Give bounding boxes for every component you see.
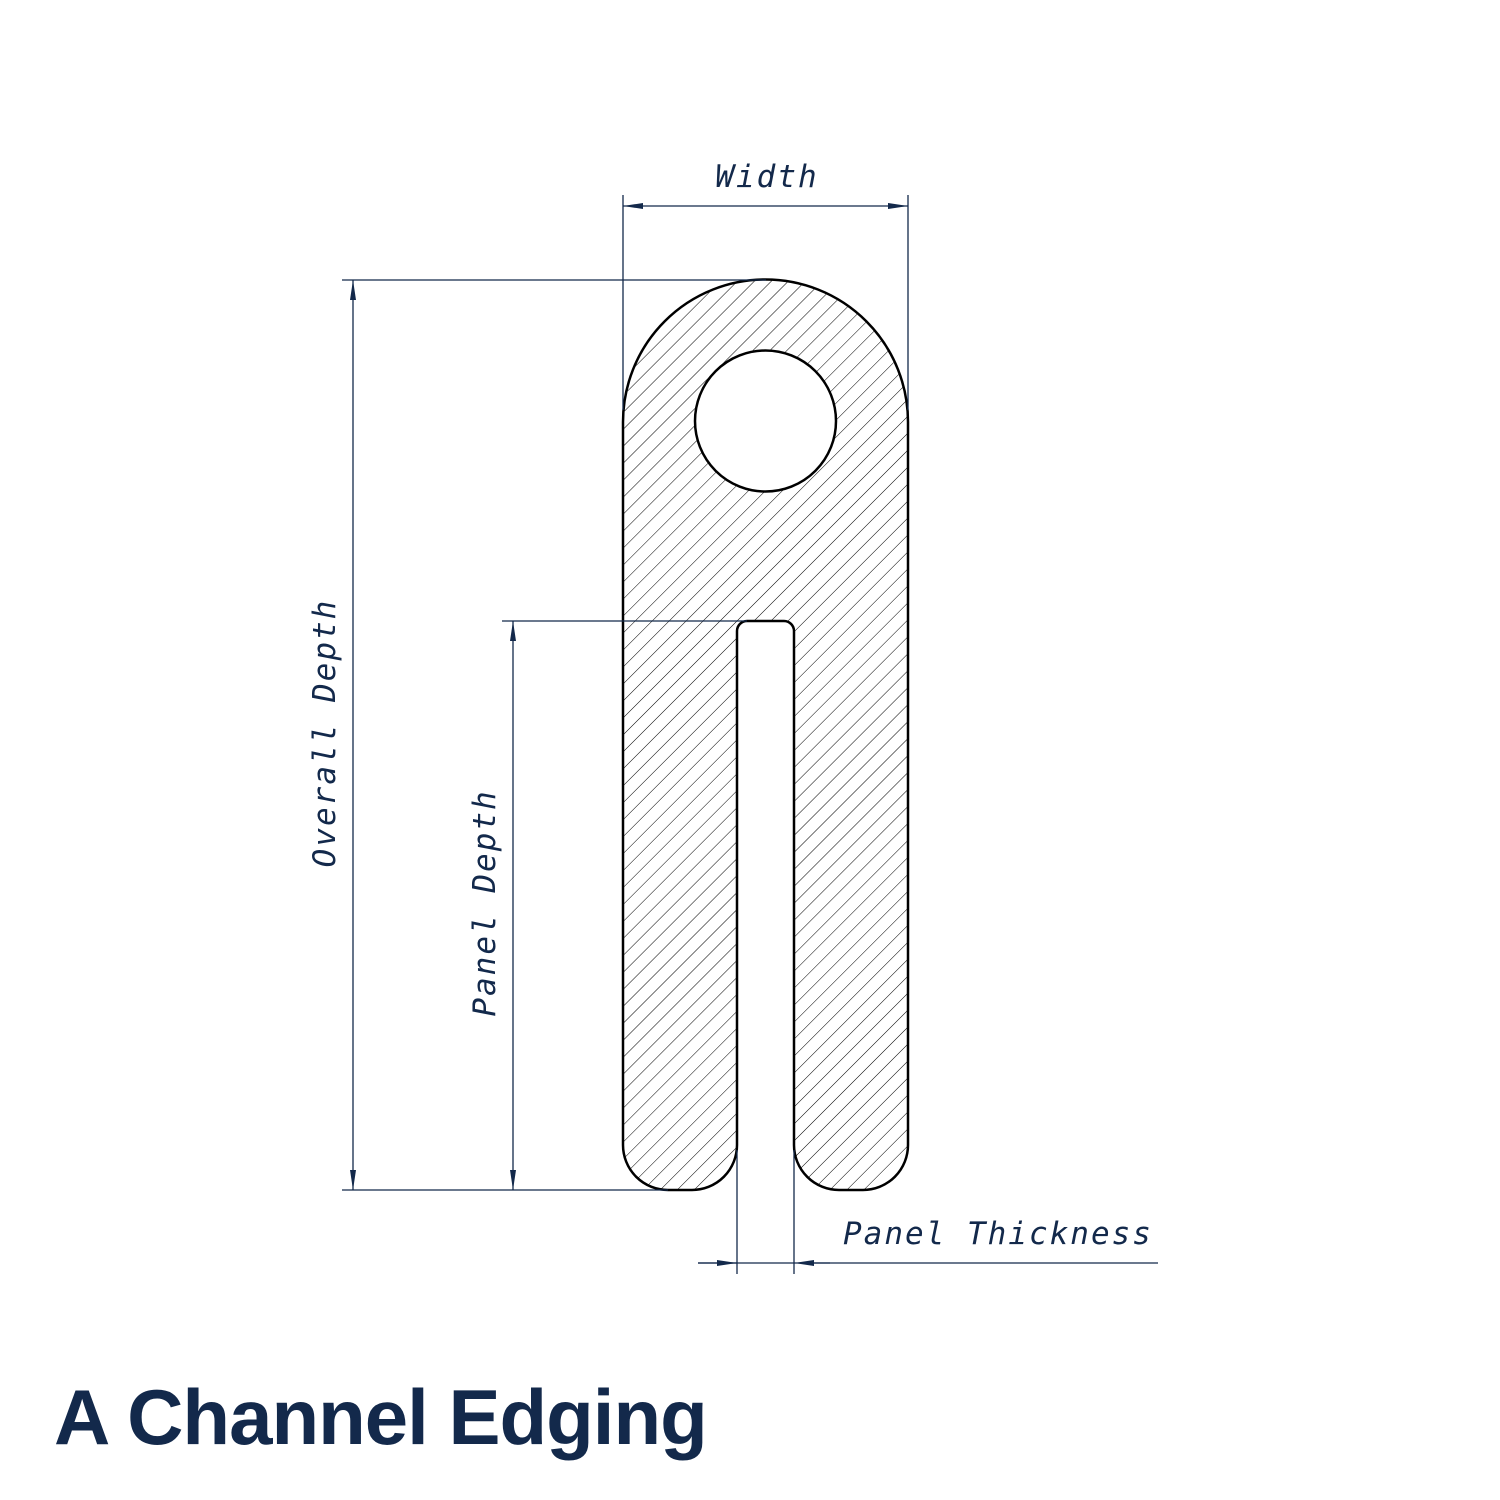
hollow-bulb [693,349,838,493]
profile-section [621,278,910,1192]
page-title: A Channel Edging [54,1373,708,1461]
width-dimension [622,195,909,410]
panel-depth-dimension [502,620,747,1190]
overall-depth-dimension [342,279,766,1191]
profile-outline [621,278,910,1192]
overall-depth-label: Overall Depth [307,599,343,868]
panel-depth-label: Panel Depth [467,789,503,1016]
panel-thickness-dimension [698,1150,1158,1274]
panel-thickness-label: Panel Thickness [843,1216,1153,1252]
width-label: Width [715,159,818,195]
